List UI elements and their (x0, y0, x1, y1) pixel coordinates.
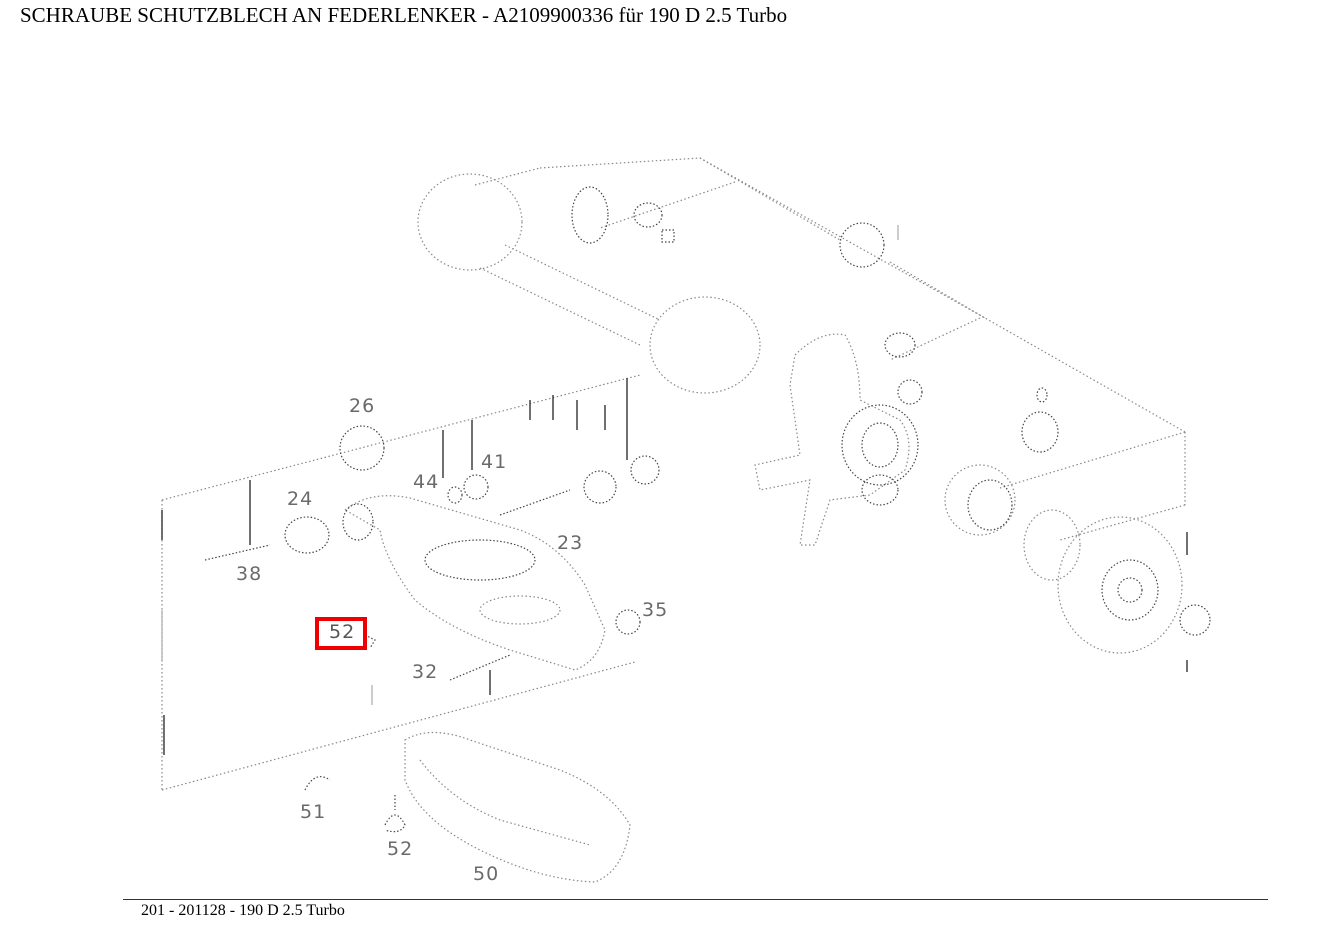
wheel-carrier (754, 332, 1211, 672)
callout-44[interactable]: 44 (413, 471, 440, 493)
subframe-outline (161, 157, 1186, 791)
callout-23[interactable]: 23 (557, 532, 584, 554)
footer-model-info: 201 - 201128 - 190 D 2.5 Turbo (141, 902, 345, 919)
protection-plate (304, 731, 631, 883)
control-arm (161, 378, 660, 755)
callout-51[interactable]: 51 (300, 801, 327, 823)
callout-52[interactable]: 52 (387, 838, 414, 860)
callout-41[interactable]: 41 (481, 451, 508, 473)
callout-32[interactable]: 32 (412, 661, 439, 683)
callout-38[interactable]: 38 (236, 563, 263, 585)
callout-24[interactable]: 24 (287, 488, 314, 510)
callout-35[interactable]: 35 (642, 599, 669, 621)
page-title: SCHRAUBE SCHUTZBLECH AN FEDERLENKER - A2… (20, 3, 788, 27)
drive-shaft (417, 173, 899, 394)
callout-50[interactable]: 50 (473, 863, 500, 885)
callout-26[interactable]: 26 (349, 395, 376, 417)
callout-52-highlighted[interactable]: 52 (315, 617, 368, 650)
footer-divider (123, 899, 1268, 900)
